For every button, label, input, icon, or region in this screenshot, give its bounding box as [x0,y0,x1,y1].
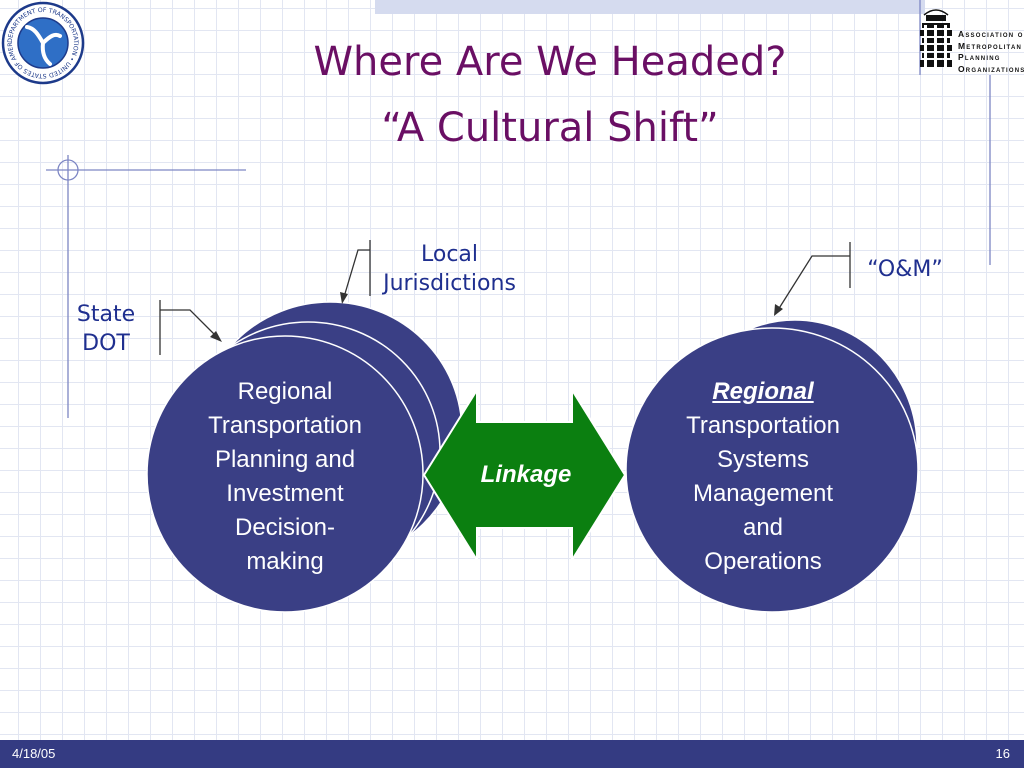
footer-page-number: 16 [995,746,1010,761]
left-circle-line: Planning and [214,446,356,473]
local-jurisdictions-label: Local Jurisdictions [372,240,527,298]
local-label-line: Jurisdictions [383,271,516,296]
top-band [375,0,925,14]
footer-date: 4/18/05 [12,746,56,761]
right-circle-text: Regional Transportation Systems Manageme… [652,375,874,579]
left-circle-line: Decision- [234,514,336,541]
slide-title-line-1: Where Are We Headed? [313,39,787,85]
right-circle-emphasis: Regional [712,378,814,405]
linkage-label: Linkage [480,461,572,488]
linkage-arrow [422,386,627,564]
usdot-seal-icon: DEPARTMENT OF TRANSPORTATION • UNITED ST… [0,0,85,85]
ampo-logo-icon [920,9,952,67]
right-circle-line: Operations [704,548,822,575]
state-dot-label: State DOT [70,300,142,358]
state-label-line: DOT [82,331,130,356]
left-circle-line: making [246,548,324,575]
om-label: “O&M” [867,257,943,282]
left-circle-text: Regional Transportation Planning and Inv… [175,375,395,579]
right-circle-line: Transportation [686,412,840,439]
ampo-logo-text: Association of Metropolitan Planning Org… [958,29,1024,75]
left-circle-front [146,335,424,613]
right-circle-front [625,327,919,613]
ampo-line: Planning [958,52,1001,62]
ampo-line: Metropolitan [958,40,1023,51]
state-label-line: State [76,302,136,327]
left-circle-line: Transportation [208,412,362,439]
left-circle-line: Regional [237,378,333,405]
right-circle-line: Management [692,480,834,507]
right-circle-line: and [742,514,784,541]
right-circle-line: Systems [716,446,809,473]
slide-title-line-2: “A Cultural Shift” [381,105,719,151]
left-circle-line: Investment [226,480,344,507]
local-label-line: Local [420,242,479,267]
ampo-line: Organizations [958,63,1024,74]
ampo-line: Association of [958,29,1024,39]
footer-bar: 4/18/05 16 [0,740,1024,768]
